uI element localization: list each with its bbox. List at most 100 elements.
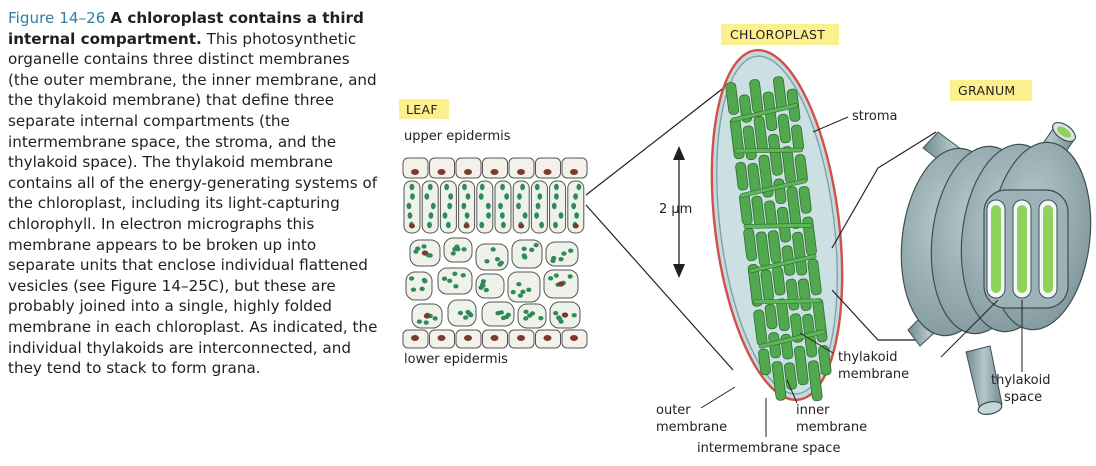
chloroplast-dot bbox=[521, 246, 527, 252]
chloroplast-dot bbox=[453, 284, 459, 289]
chloroplast-dot bbox=[529, 247, 535, 253]
thylakoid-stacks bbox=[725, 76, 832, 402]
thylakoid bbox=[758, 348, 772, 376]
thylakoid bbox=[807, 360, 823, 402]
granum-tag: GRANUM bbox=[958, 83, 1016, 98]
chloroplast-dot bbox=[498, 202, 503, 210]
upper-epidermis-label: upper epidermis bbox=[404, 129, 511, 144]
cell-nucleus bbox=[463, 223, 470, 229]
inner-membrane-label-2: membrane bbox=[796, 420, 867, 435]
cell-nucleus bbox=[490, 335, 499, 341]
leaf-panel: LEAF upper epidermis lower epidermis bbox=[399, 99, 588, 367]
granum-tag-bg bbox=[950, 80, 1032, 101]
cell-nucleus bbox=[423, 313, 431, 319]
chloroplast-dot bbox=[548, 276, 554, 281]
chloroplast-dot bbox=[485, 202, 491, 210]
chloroplast-dot bbox=[442, 212, 448, 219]
chloroplast-dot bbox=[423, 320, 429, 325]
epidermis-cell bbox=[561, 157, 588, 179]
chloroplast-dot bbox=[500, 183, 505, 191]
chloroplast-dot bbox=[483, 287, 489, 293]
chloroplast-dot bbox=[499, 212, 505, 219]
chloroplast-dot bbox=[490, 247, 496, 252]
chloroplast-dot bbox=[463, 315, 469, 320]
zoom-line-bottom bbox=[585, 204, 734, 371]
intermembrane-space-label: intermembrane space bbox=[697, 441, 840, 456]
chloroplast-dot bbox=[503, 314, 510, 320]
thylakoid-space-label-1: thylakoid bbox=[991, 373, 1051, 388]
chloroplast-dot bbox=[460, 273, 466, 278]
chloroplast-dot bbox=[413, 249, 419, 254]
thylakoid bbox=[786, 186, 802, 229]
chloroplast-dot bbox=[534, 183, 540, 191]
chloroplast-dot bbox=[498, 260, 504, 265]
chloroplast-dot bbox=[454, 244, 460, 249]
cell-nucleus bbox=[490, 169, 499, 175]
thylakoid bbox=[798, 186, 812, 214]
epidermis-cell bbox=[482, 157, 508, 179]
stroma-lamella bbox=[749, 254, 817, 274]
chloroplast-dot bbox=[495, 311, 501, 316]
chloroplast-dot bbox=[534, 212, 540, 219]
cell-nucleus bbox=[570, 335, 578, 341]
cell-nucleus bbox=[437, 169, 446, 175]
chloroplast-dot bbox=[428, 212, 434, 219]
thylakoid-membrane-label-2: membrane bbox=[838, 367, 909, 382]
chloroplast-panel: CHLOROPLAST 2 μm stroma thylakoid membra… bbox=[656, 24, 909, 456]
cell-nucleus bbox=[464, 169, 472, 175]
chloroplast-dot bbox=[551, 255, 557, 261]
epidermis-cell bbox=[429, 157, 455, 179]
thylakoid bbox=[747, 264, 763, 307]
chloroplast-dot bbox=[501, 221, 506, 229]
cell-nucleus bbox=[437, 335, 446, 341]
chloroplast-dot bbox=[465, 309, 471, 315]
cell-nucleus bbox=[570, 169, 578, 175]
caption-body: This photosynthetic organelle contains t… bbox=[8, 29, 378, 378]
epidermis-cell bbox=[535, 157, 561, 179]
stroma-lamella bbox=[734, 147, 803, 154]
chloroplast-dot bbox=[539, 221, 544, 229]
thylakoid bbox=[771, 361, 787, 401]
chloroplast-dot bbox=[558, 257, 564, 262]
outer-membrane-label-1: outer bbox=[656, 403, 691, 418]
chloroplast-dot bbox=[520, 289, 526, 294]
cell-nucleus bbox=[464, 335, 472, 341]
cell-nucleus bbox=[557, 281, 565, 287]
chloroplast-dot bbox=[445, 221, 451, 229]
cell-nucleus bbox=[543, 335, 552, 341]
epidermis-cell bbox=[402, 157, 429, 179]
chloroplast-dot bbox=[464, 212, 470, 219]
chloroplast-dot bbox=[406, 202, 412, 210]
palisade-cell bbox=[458, 180, 476, 234]
thylakoid bbox=[758, 154, 774, 198]
chloroplast-dot bbox=[510, 289, 516, 295]
thylakoid bbox=[783, 362, 798, 390]
chloroplast-dot bbox=[480, 279, 487, 284]
granum-disks bbox=[900, 141, 1092, 337]
chloroplast-dot bbox=[523, 309, 529, 315]
chloroplast-dot bbox=[554, 183, 559, 191]
chloroplast-dot bbox=[441, 276, 448, 281]
chloroplast-dot bbox=[494, 257, 501, 262]
stroma-lamella bbox=[740, 178, 808, 198]
chloroplast-dot bbox=[421, 277, 427, 283]
outer-membrane-leader bbox=[700, 386, 736, 409]
chloroplast-dot bbox=[448, 193, 454, 200]
chloroplast-dot bbox=[571, 202, 577, 210]
chloroplast-dot bbox=[523, 316, 529, 321]
thylakoid bbox=[807, 258, 822, 296]
scale-label: 2 μm bbox=[659, 202, 692, 217]
cell-nucleus bbox=[572, 223, 579, 229]
chloroplast-dot bbox=[461, 202, 467, 210]
palisade-cell bbox=[512, 180, 530, 234]
chloroplast-dot bbox=[571, 313, 577, 318]
outer-membrane-label-2: membrane bbox=[656, 420, 727, 435]
chloroplast-dot bbox=[573, 193, 578, 200]
chloroplast-dot bbox=[522, 212, 528, 219]
chloroplast-dot bbox=[558, 319, 564, 324]
thylakoid bbox=[725, 82, 740, 115]
cell-nucleus bbox=[517, 335, 525, 341]
chloroplast-dot bbox=[410, 287, 417, 292]
chloroplast-dot bbox=[516, 281, 522, 287]
chloroplast-dot bbox=[529, 311, 536, 316]
